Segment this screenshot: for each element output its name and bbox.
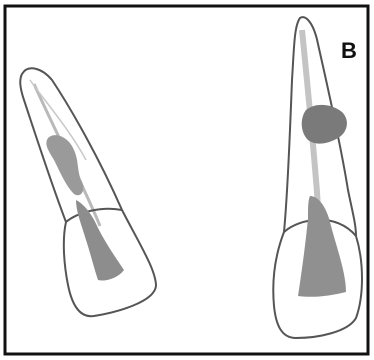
right-tooth — [273, 17, 362, 338]
left-tooth — [20, 68, 156, 316]
left-tooth-outline — [20, 68, 156, 316]
right-tooth-dark-patch — [302, 105, 347, 144]
panel-label: B — [341, 38, 357, 63]
